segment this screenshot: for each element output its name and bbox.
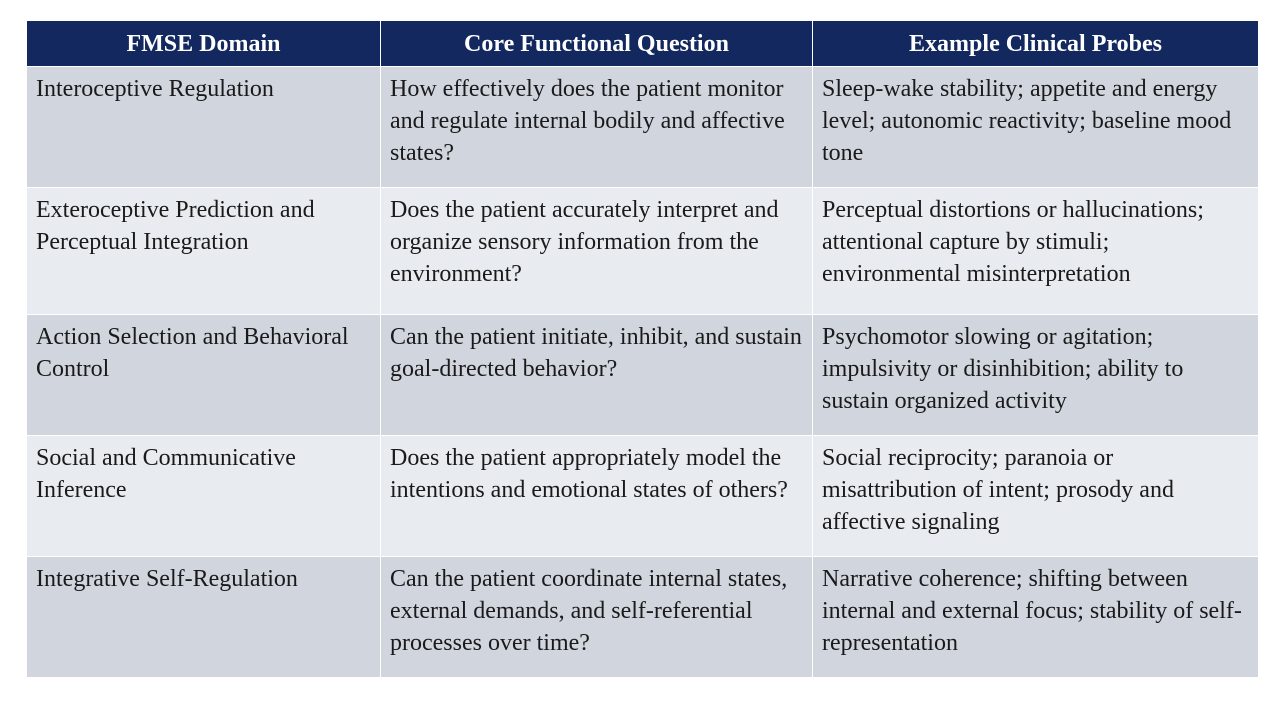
question-text: Can the patient initiate, inhibit, and s… — [390, 324, 802, 382]
probes-cell: Narrative coherence; shifting between in… — [812, 556, 1259, 678]
question-text: How effectively does the patient monitor… — [390, 76, 785, 166]
domain-text: Action Selection and Behavioral Control — [36, 324, 349, 382]
probes-text: Psychomotor slowing or agitation; impuls… — [822, 324, 1184, 414]
question-text: Does the patient appropriately model the… — [390, 445, 788, 503]
probes-cell: Perceptual distortions or hallucinations… — [812, 187, 1259, 315]
question-text: Can the patient coordinate internal stat… — [390, 566, 788, 656]
question-cell: Can the patient coordinate internal stat… — [380, 556, 813, 678]
table-row: Interoceptive Regulation How effectively… — [26, 66, 1259, 188]
table-row: Social and Communicative Inference Does … — [26, 435, 1259, 557]
domain-text: Exteroceptive Prediction and Perceptual … — [36, 197, 315, 255]
table-row: Integrative Self-Regulation Can the pati… — [26, 556, 1259, 678]
probes-text: Sleep-wake stability; appetite and energ… — [822, 76, 1232, 166]
domain-cell: Exteroceptive Prediction and Perceptual … — [26, 187, 381, 315]
probes-cell: Sleep-wake stability; appetite and energ… — [812, 66, 1259, 188]
probes-text: Perceptual distortions or hallucinations… — [822, 197, 1204, 287]
domain-cell: Integrative Self-Regulation — [26, 556, 381, 678]
question-cell: Does the patient accurately interpret an… — [380, 187, 813, 315]
column-header-domain: FMSE Domain — [26, 20, 381, 67]
table-body: Interoceptive Regulation How effectively… — [26, 66, 1259, 678]
fmse-table: FMSE Domain Core Functional Question Exa… — [26, 20, 1259, 678]
domain-cell: Interoceptive Regulation — [26, 66, 381, 188]
question-text: Does the patient accurately interpret an… — [390, 197, 779, 287]
domain-text: Integrative Self-Regulation — [36, 566, 298, 592]
probes-cell: Psychomotor slowing or agitation; impuls… — [812, 314, 1259, 436]
question-cell: Does the patient appropriately model the… — [380, 435, 813, 557]
probes-text: Social reciprocity; paranoia or misattri… — [822, 445, 1174, 535]
question-cell: How effectively does the patient monitor… — [380, 66, 813, 188]
question-cell: Can the patient initiate, inhibit, and s… — [380, 314, 813, 436]
column-header-probes: Example Clinical Probes — [812, 20, 1259, 67]
domain-text: Social and Communicative Inference — [36, 445, 296, 503]
column-header-question: Core Functional Question — [380, 20, 813, 67]
header-row: FMSE Domain Core Functional Question Exa… — [26, 20, 1259, 67]
domain-cell: Action Selection and Behavioral Control — [26, 314, 381, 436]
probes-text: Narrative coherence; shifting between in… — [822, 566, 1242, 656]
domain-cell: Social and Communicative Inference — [26, 435, 381, 557]
table-row: Action Selection and Behavioral Control … — [26, 314, 1259, 436]
table-row: Exteroceptive Prediction and Perceptual … — [26, 187, 1259, 315]
domain-text: Interoceptive Regulation — [36, 76, 274, 102]
probes-cell: Social reciprocity; paranoia or misattri… — [812, 435, 1259, 557]
table-header: FMSE Domain Core Functional Question Exa… — [26, 20, 1259, 67]
